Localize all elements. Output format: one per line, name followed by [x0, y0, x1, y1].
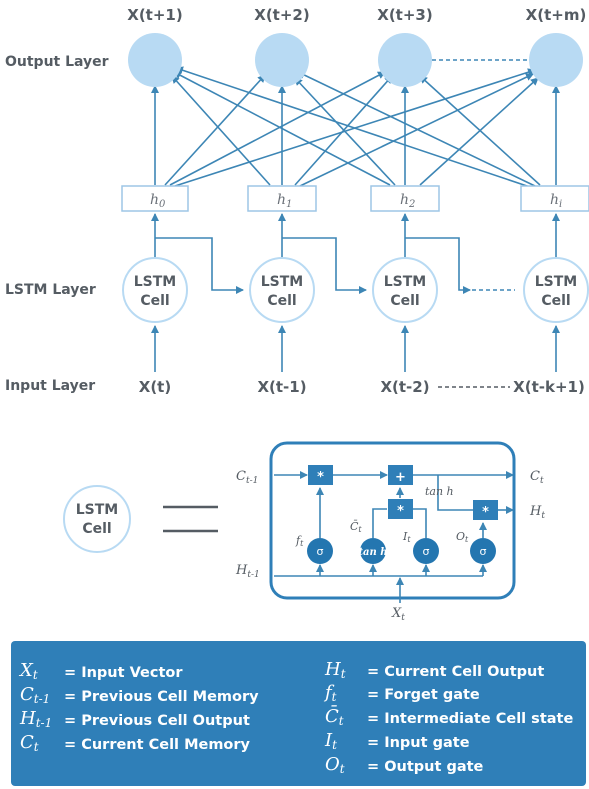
output-node-4 — [529, 33, 583, 87]
output-label-3: X(t+3) — [377, 6, 432, 24]
output-multiply-box — [473, 500, 498, 520]
lstm-cell-1-line2: Cell — [140, 293, 169, 309]
legend-symbol: It — [324, 730, 337, 752]
legend-text: = Current Cell Memory — [64, 737, 251, 753]
legend-symbol: Ot — [325, 754, 345, 776]
hidden-label-0: h0 — [150, 192, 166, 210]
hidden-label-i: hi — [550, 192, 562, 210]
lstm-cell-3-line2: Cell — [390, 293, 419, 309]
hidden-box-2 — [370, 185, 440, 212]
hidden-to-output-connections — [151, 66, 560, 188]
recurrent-connections — [155, 237, 515, 294]
output-layer-label: Output Layer — [5, 54, 109, 70]
legend-symbol: Ht — [324, 659, 346, 681]
lstm-cell-2-line1: LSTM — [261, 274, 304, 290]
output-multiply-symbol: * — [482, 505, 489, 520]
detail-cell-line2: Cell — [82, 521, 111, 537]
lstm-layer-label: LSTM Layer — [5, 282, 96, 298]
output-label-2: X(t+2) — [254, 6, 309, 24]
input-multiply-box — [388, 499, 413, 519]
lstm-cell-2-line2: Cell — [267, 293, 296, 309]
input-label-2: X(t-1) — [257, 378, 306, 396]
c-prev-label: Ct-1 — [236, 469, 258, 486]
legend-text: = Intermediate Cell state — [367, 711, 573, 727]
candidate-gate — [360, 538, 386, 564]
legend-left: Xt = Input Vector Ct-1 = Previous Cell M… — [18, 660, 259, 754]
hidden-label-1: h1 — [277, 192, 292, 210]
add-box — [388, 465, 413, 485]
lstm-cell-2 — [249, 257, 315, 323]
cell-internal-flow — [274, 471, 514, 603]
hidden-box-1 — [247, 185, 317, 212]
legend-symbol: Xt — [18, 660, 38, 682]
legend-text: = Current Cell Output — [367, 664, 544, 680]
input-label-3: X(t-2) — [380, 378, 429, 396]
candidate-gate-tanh: tan h — [358, 547, 387, 558]
legend-panel — [11, 641, 586, 786]
hidden-box-0 — [121, 185, 189, 212]
forget-multiply-symbol: * — [317, 470, 324, 485]
legend-text: = Previous Cell Memory — [64, 689, 259, 705]
input-gate-sigma: σ — [423, 545, 430, 558]
lstm-cell-1-line1: LSTM — [134, 274, 177, 290]
input-label-4: X(t-k+1) — [513, 378, 585, 396]
output-gate-label: Ot — [456, 530, 469, 544]
lstm-cell-4-line2: Cell — [541, 293, 570, 309]
legend-right: Ht = Current Cell Output ft = Forget gat… — [323, 659, 573, 776]
tanh-label: tan h — [425, 485, 454, 498]
forget-gate — [307, 538, 333, 564]
cell-to-hidden-arrows — [151, 213, 560, 258]
legend-text: = Previous Cell Output — [64, 713, 250, 729]
h-prev-label: Ht-1 — [235, 563, 260, 580]
lstm-cell-4 — [523, 257, 589, 323]
hidden-label-2: h2 — [400, 192, 415, 210]
legend-symbol: Ct-1 — [20, 684, 50, 706]
input-multiply-symbol: * — [397, 504, 404, 519]
legend-text: = Output gate — [367, 759, 484, 775]
output-gate — [470, 538, 496, 564]
c-t-label: Ct — [530, 469, 544, 486]
output-gate-sigma: σ — [480, 545, 487, 558]
input-to-cell-arrows — [151, 325, 560, 372]
hidden-box-i — [520, 185, 589, 212]
legend-text: = Forget gate — [367, 687, 480, 703]
candidate-gate-label: C̄t — [350, 520, 362, 534]
forget-gate-sigma: σ — [317, 545, 324, 558]
h-t-label: Ht — [529, 504, 545, 521]
lstm-cell-3 — [372, 257, 438, 323]
output-node-2 — [255, 33, 309, 87]
output-node-1 — [128, 33, 182, 87]
input-gate-label: It — [402, 530, 411, 544]
forget-gate-label: ft — [295, 534, 304, 548]
x-t-label: Xt — [391, 606, 405, 623]
input-layer-label: Input Layer — [5, 378, 95, 394]
forget-multiply-box — [308, 465, 333, 485]
lstm-cell-4-line1: LSTM — [535, 274, 578, 290]
legend-text: = Input gate — [367, 735, 470, 751]
input-label-1: X(t) — [139, 378, 171, 396]
add-symbol: + — [395, 470, 406, 485]
output-label-4: X(t+m) — [526, 6, 587, 24]
legend-symbol: C̄t — [325, 704, 344, 728]
legend-text: = Input Vector — [64, 665, 183, 681]
output-label-1: X(t+1) — [127, 6, 182, 24]
legend-symbol: Ct — [20, 732, 39, 754]
detail-cell-line1: LSTM — [76, 502, 119, 518]
detail-lstm-cell — [63, 485, 131, 553]
legend-symbol: Ht-1 — [19, 708, 52, 730]
lstm-cell-3-line1: LSTM — [384, 274, 427, 290]
input-gate — [413, 538, 439, 564]
output-node-3 — [378, 33, 432, 87]
lstm-cell-1 — [122, 257, 188, 323]
